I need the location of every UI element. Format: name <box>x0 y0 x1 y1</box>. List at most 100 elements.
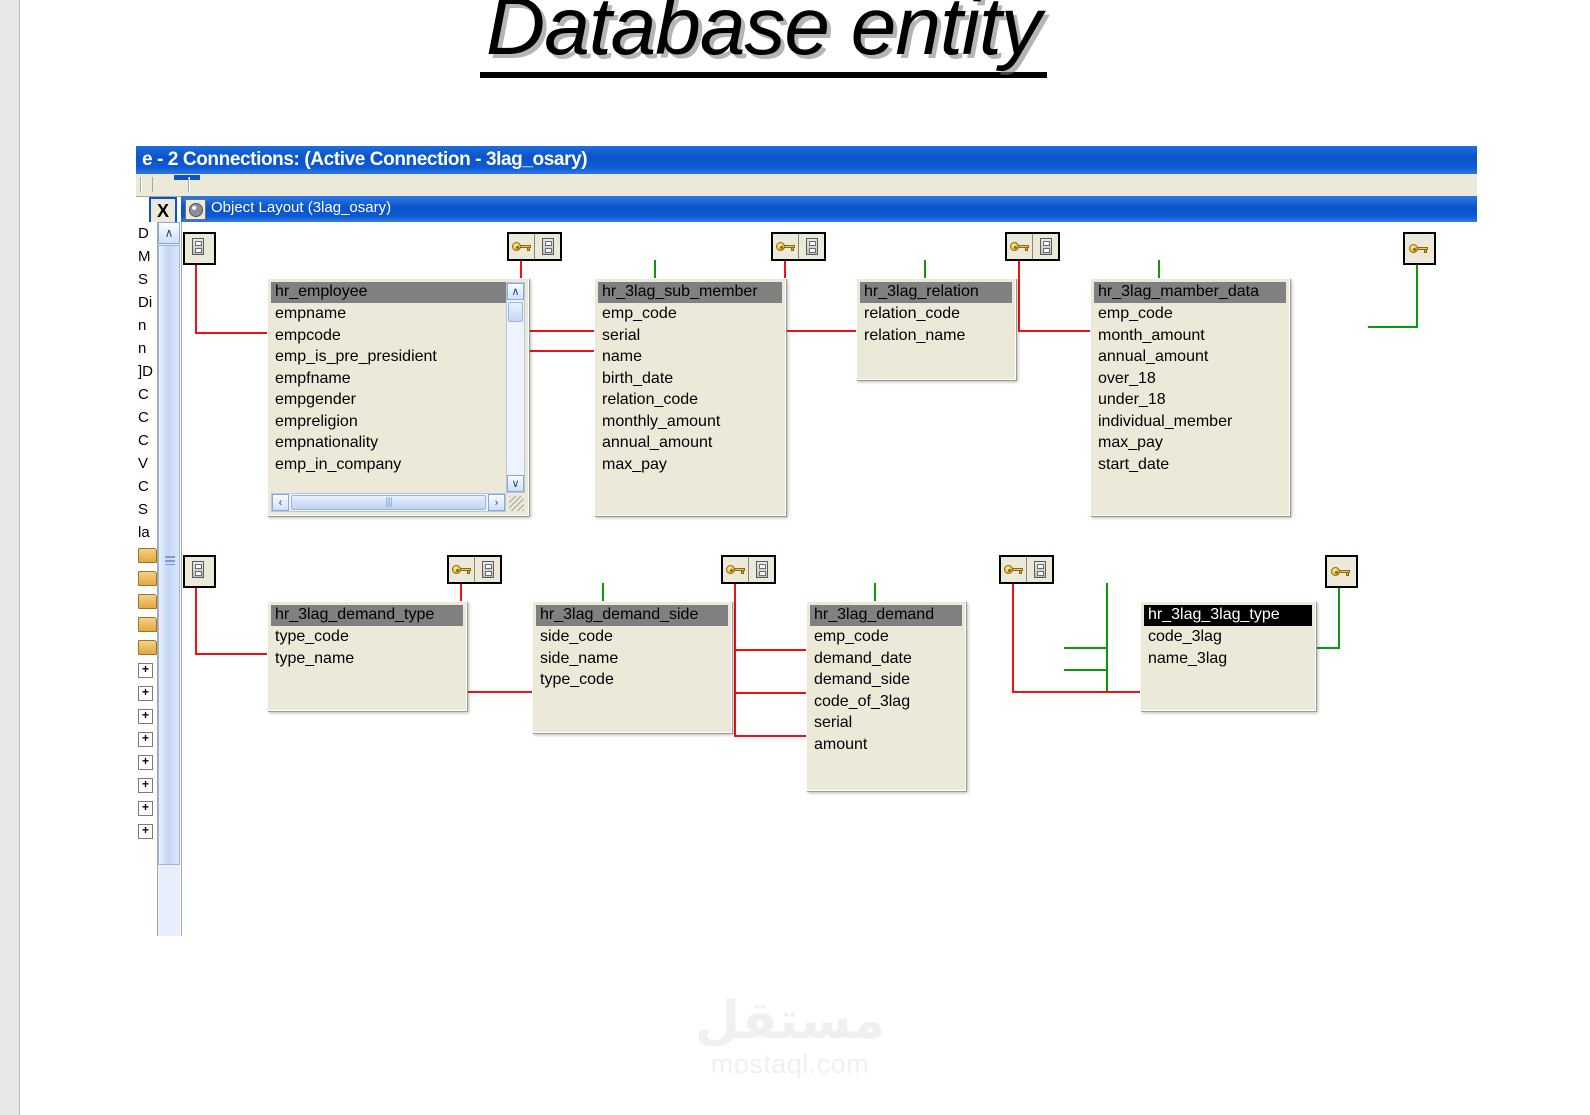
connector-line <box>1310 647 1340 649</box>
toolbar-grip-icon[interactable] <box>140 177 153 192</box>
entity-box-hr-3lag-sub-member[interactable]: hr_3lag_sub_member emp_code serial name … <box>594 278 786 516</box>
tree-item-label: S <box>138 501 149 518</box>
window-titlebar[interactable]: e - 2 Connections: (Active Connection - … <box>136 146 1477 174</box>
scroll-thumb[interactable]: |||| <box>291 495 486 510</box>
key-table-icon-badge[interactable] <box>447 555 502 584</box>
expand-plus-icon[interactable]: + <box>138 778 153 793</box>
tree-item[interactable]: + <box>136 797 181 820</box>
key-table-icon-badge[interactable] <box>999 555 1054 584</box>
tree-item[interactable]: S <box>136 268 181 291</box>
tree-item[interactable]: Di <box>136 291 181 314</box>
tree-item[interactable]: S <box>136 498 181 521</box>
entity-box-hr-3lag-demand-type[interactable]: hr_3lag_demand_type type_code type_name <box>267 601 467 711</box>
primary-key-icon <box>1331 567 1350 576</box>
tree-scroll-thumb[interactable] <box>158 245 180 865</box>
tree-vertical-scrollbar[interactable]: ∧ <box>157 222 180 936</box>
scroll-left-icon[interactable]: ‹ <box>272 494 289 511</box>
entity-horizontal-scrollbar[interactable]: ‹ |||| › <box>271 493 506 512</box>
tree-item[interactable]: C <box>136 475 181 498</box>
tree-item[interactable]: + <box>136 820 181 843</box>
tree-item[interactable]: n <box>136 314 181 337</box>
resize-grip-icon[interactable] <box>509 496 524 511</box>
table-icon-badge[interactable] <box>183 232 216 265</box>
connector-line <box>1106 583 1108 693</box>
key-table-icon-badge[interactable] <box>1005 232 1060 261</box>
tree-item[interactable]: + <box>136 774 181 797</box>
entity-field: empgender <box>275 391 356 408</box>
entity-field: over_18 <box>1098 369 1156 387</box>
entity-field: demand_side <box>814 671 911 688</box>
tree-item[interactable]: D <box>136 222 181 245</box>
watermark-arabic: مستقل <box>694 991 886 1051</box>
tree-item[interactable]: V <box>136 452 181 475</box>
scroll-up-icon[interactable]: ∧ <box>507 283 524 300</box>
tree-item[interactable] <box>136 590 181 613</box>
tree-item[interactable]: ]D <box>136 360 181 383</box>
entity-vertical-scrollbar[interactable]: ∧ ∨ <box>506 282 525 493</box>
window-title-text: e - 2 Connections: (Active Connection - … <box>142 149 588 170</box>
entity-box-hr-3lag-3lag-type[interactable]: hr_3lag_3lag_type code_3lag name_3lag <box>1140 601 1316 711</box>
expand-plus-icon[interactable]: + <box>138 732 153 747</box>
tree-item[interactable] <box>136 636 181 659</box>
tree-item[interactable]: C <box>136 406 181 429</box>
entity-box-hr-3lag-demand-side[interactable]: hr_3lag_demand_side side_code side_name … <box>532 601 732 733</box>
tree-item-label: S <box>138 271 149 288</box>
entity-field: serial <box>602 326 641 344</box>
mdi-child-titlebar[interactable]: Object Layout (3lag_osary) <box>181 196 1477 222</box>
key-icon-badge[interactable] <box>1325 555 1358 588</box>
entity-title: hr_3lag_demand_type <box>271 605 463 626</box>
close-button[interactable]: X <box>149 197 177 225</box>
folder-icon <box>138 548 157 563</box>
mdi-title-text: Object Layout (3lag_osary) <box>211 199 392 216</box>
connector-line <box>1416 260 1418 328</box>
expand-plus-icon[interactable]: + <box>138 824 153 839</box>
tree-item-label: ]D <box>138 363 153 380</box>
scroll-right-icon[interactable]: › <box>488 494 505 511</box>
tree-item[interactable]: + <box>136 728 181 751</box>
tree-item[interactable] <box>136 544 181 567</box>
tree-item[interactable] <box>136 567 181 590</box>
scroll-down-icon[interactable]: ∨ <box>507 475 524 492</box>
scroll-thumb[interactable] <box>508 302 523 322</box>
key-icon-badge[interactable] <box>1403 232 1436 265</box>
table-cabinet-icon <box>192 561 204 578</box>
entity-box-hr-3lag-relation[interactable]: hr_3lag_relation relation_code relation_… <box>856 278 1016 380</box>
tree-item[interactable]: + <box>136 705 181 728</box>
entity-box-hr-3lag-mamber-data[interactable]: hr_3lag_mamber_data emp_code month_amoun… <box>1090 278 1290 516</box>
tree-item[interactable]: n <box>136 337 181 360</box>
expand-plus-icon[interactable]: + <box>138 801 153 816</box>
primary-key-icon <box>509 234 535 259</box>
tree-item[interactable]: C <box>136 429 181 452</box>
key-table-icon-badge[interactable] <box>721 555 776 584</box>
expand-plus-icon[interactable]: + <box>138 709 153 724</box>
toolbar-grip2-icon[interactable] <box>188 177 194 192</box>
entity-field: type_code <box>275 628 349 645</box>
entity-box-hr-employee[interactable]: hr_employee empname empcode emp_is_pre_p… <box>267 278 529 516</box>
entity-field: monthly_amount <box>602 412 721 430</box>
entity-field: empcode <box>275 326 341 344</box>
expand-plus-icon[interactable]: + <box>138 663 153 678</box>
tree-scroll-up-icon[interactable]: ∧ <box>158 222 180 244</box>
tree-item-label: la <box>138 524 150 541</box>
entity-field: emp_code <box>814 628 889 645</box>
table-icon-badge[interactable] <box>183 555 216 588</box>
tree-item[interactable]: + <box>136 682 181 705</box>
tree-item[interactable]: M <box>136 245 181 268</box>
entity-field: code_of_3lag <box>814 692 911 710</box>
entity-box-hr-3lag-demand[interactable]: hr_3lag_demand emp_code demand_date dema… <box>806 601 966 791</box>
object-layout-canvas[interactable]: hr_employee empname empcode emp_is_pre_p… <box>182 222 1477 936</box>
tree-item[interactable] <box>136 613 181 636</box>
tree-item[interactable]: la <box>136 521 181 544</box>
expand-plus-icon[interactable]: + <box>138 686 153 701</box>
connector-line <box>734 735 806 737</box>
watermark: مستقل mostaql.com <box>660 995 920 1080</box>
tree-item[interactable]: + <box>136 751 181 774</box>
connector-line <box>1064 669 1108 671</box>
connector-line <box>520 330 594 332</box>
expand-plus-icon[interactable]: + <box>138 755 153 770</box>
tree-item[interactable]: C <box>136 383 181 406</box>
key-table-icon-badge[interactable] <box>771 232 826 261</box>
entity-field: individual_member <box>1098 412 1233 430</box>
tree-item[interactable]: + <box>136 659 181 682</box>
key-table-icon-badge[interactable] <box>507 232 562 261</box>
